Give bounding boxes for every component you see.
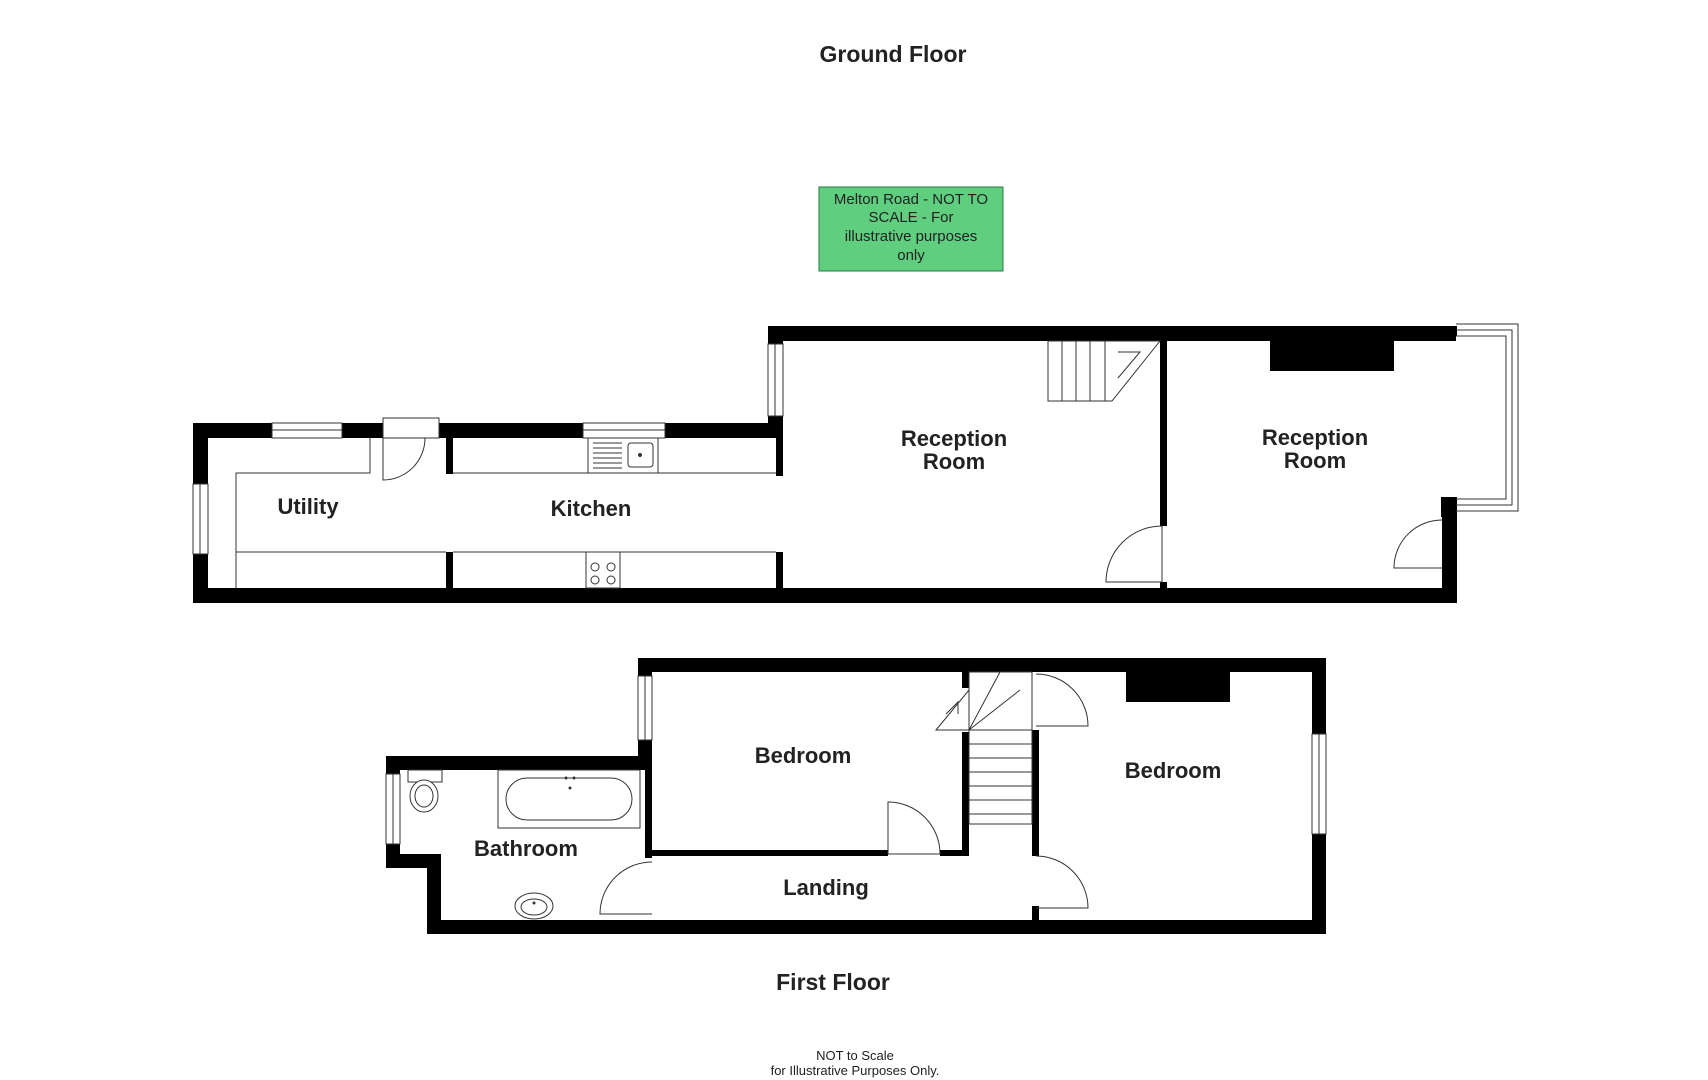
wall (776, 552, 783, 588)
room-label-bedroom-1: Bedroom (755, 743, 852, 768)
wall (1442, 326, 1457, 336)
wall (962, 672, 969, 688)
first-floor-title: First Floor (776, 969, 890, 995)
wall (638, 658, 1326, 672)
bath-icon (497, 769, 641, 829)
room-label-landing: Landing (783, 875, 869, 900)
room-label-bathroom: Bathroom (474, 836, 578, 861)
disclaimer-note: Melton Road - NOT TO SCALE - For illustr… (818, 186, 1004, 272)
door-swing (887, 801, 941, 855)
door-swing (1105, 525, 1163, 583)
wall (427, 854, 441, 934)
wall (776, 438, 783, 476)
wall (386, 756, 652, 770)
hob-icon (585, 551, 621, 589)
door-swing (599, 861, 653, 915)
door-swing (1393, 519, 1443, 569)
room-label-utility: Utility (277, 494, 339, 519)
wall (1032, 906, 1039, 922)
wall (768, 326, 1456, 341)
door-frame (382, 417, 440, 439)
wall (940, 850, 969, 856)
chimney-breast (1126, 672, 1230, 702)
wall (645, 770, 652, 858)
wall (1160, 341, 1167, 526)
note-line-1: Melton Road - NOT TO (834, 191, 988, 208)
wall (1032, 730, 1039, 856)
room-label-reception-1-line-2: Room (923, 449, 985, 474)
wall (652, 850, 888, 856)
door-swing (1035, 855, 1089, 909)
wall (1442, 504, 1457, 603)
bay-window (1456, 323, 1519, 512)
wall (1441, 497, 1457, 517)
door-swing (382, 437, 426, 481)
stairs-icon (1047, 340, 1162, 402)
room-label-reception-2-line-2: Room (1284, 448, 1346, 473)
worktop (235, 438, 446, 553)
note-line-3: illustrative purposes (845, 228, 978, 245)
ground-floor-title: Ground Floor (820, 41, 967, 67)
note-line-4: only (897, 247, 925, 264)
wall (1160, 582, 1167, 590)
first-floor-plan (385, 658, 1327, 934)
wall (962, 732, 969, 856)
stairs-icon (934, 671, 1033, 825)
note-line-2: SCALE - For (868, 209, 953, 226)
footer-line-1: NOT to Scale (816, 1048, 894, 1063)
wall (446, 552, 453, 588)
ground-floor-plan (192, 323, 1519, 603)
room-label-reception-2: Reception (1262, 425, 1368, 450)
room-label-bedroom-2: Bedroom (1125, 758, 1222, 783)
basin-icon (514, 892, 554, 920)
room-label-reception-1: Reception (901, 426, 1007, 451)
wall (446, 438, 453, 474)
toilet-icon (407, 769, 443, 813)
sink-icon (587, 437, 659, 474)
wall (193, 588, 1457, 603)
room-label-kitchen: Kitchen (551, 496, 632, 521)
door-swing (1035, 673, 1089, 727)
chimney-breast (1270, 341, 1394, 371)
wall (427, 920, 1326, 934)
footer-line-2: for Illustrative Purposes Only. (771, 1063, 940, 1078)
